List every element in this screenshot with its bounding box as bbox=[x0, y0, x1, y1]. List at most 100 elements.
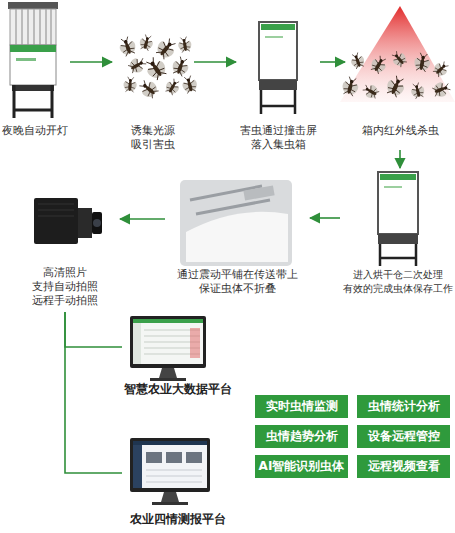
insect bbox=[136, 76, 162, 102]
lamp-bars bbox=[16, 9, 51, 45]
device-logo bbox=[384, 186, 402, 188]
screen-column bbox=[190, 328, 200, 358]
step-caption: 进入烘干仓二次处理 有效的完成虫体保存工作 bbox=[340, 268, 455, 296]
screen-device bbox=[259, 22, 297, 114]
screen-image bbox=[186, 452, 202, 463]
connector-line bbox=[65, 312, 122, 347]
process-step: 进入烘干仓二次处理 有效的完成虫体保存工作 bbox=[340, 168, 455, 302]
insect bbox=[339, 75, 362, 98]
insect bbox=[176, 36, 194, 54]
camera-body bbox=[34, 198, 78, 244]
insect bbox=[115, 35, 139, 59]
insects bbox=[115, 33, 200, 102]
feature-button: AI智能识别虫体 bbox=[255, 455, 348, 478]
insect bbox=[137, 33, 156, 52]
insect-lamp bbox=[8, 2, 58, 118]
screen-sidebar bbox=[133, 445, 142, 488]
process-step: 箱内红外线杀虫 bbox=[345, 0, 455, 150]
step-caption: 智慧农业大数据平台 bbox=[122, 382, 234, 396]
lamp-base bbox=[12, 85, 54, 91]
screen-image bbox=[166, 452, 182, 463]
insect bbox=[411, 52, 433, 73]
flow-arrow bbox=[320, 61, 345, 63]
device-panel bbox=[259, 22, 297, 80]
flow-arrow bbox=[310, 217, 340, 219]
step-caption: 害虫通过撞击屏 落入集虫箱 bbox=[238, 124, 318, 152]
feature-button: 虫情统计分析 bbox=[357, 395, 450, 418]
monitor-stand bbox=[159, 368, 177, 378]
monitor-frame bbox=[130, 316, 206, 368]
device-box bbox=[259, 80, 297, 90]
button-label: 实时虫情监测 bbox=[266, 398, 338, 415]
process-step: 夜晚自动开灯 bbox=[0, 0, 70, 150]
insect bbox=[152, 34, 181, 62]
insect bbox=[126, 53, 149, 77]
camera-lens bbox=[92, 212, 102, 234]
monitor-base bbox=[152, 502, 188, 505]
insect bbox=[122, 76, 139, 92]
step-caption: 农业四情测报平台 bbox=[122, 512, 234, 526]
device-panel bbox=[378, 172, 418, 234]
conveyor-photo bbox=[180, 180, 292, 266]
monitor-stand bbox=[161, 492, 179, 502]
lamp-cage bbox=[10, 9, 56, 45]
monitor-screen bbox=[133, 319, 203, 364]
process-step: 农业四情测报平台 bbox=[122, 434, 234, 530]
screen-header bbox=[133, 441, 207, 445]
step-caption: 通过震动平铺在传送带上 保证虫体不折叠 bbox=[168, 268, 308, 296]
camera bbox=[34, 198, 102, 244]
screen-image bbox=[146, 452, 162, 463]
screen-sidebar bbox=[133, 323, 141, 364]
photo-frame bbox=[180, 180, 292, 266]
flow-arrow bbox=[120, 218, 165, 220]
screen-table bbox=[146, 470, 202, 482]
button-label: 设备远程管控 bbox=[368, 428, 440, 445]
conveyor-part bbox=[243, 185, 274, 200]
feature-button: 设备远程管控 bbox=[357, 425, 450, 448]
device-box bbox=[378, 234, 418, 244]
step-caption: 夜晚自动开灯 bbox=[0, 124, 70, 138]
step-caption: 诱集光源 吸引害虫 bbox=[113, 124, 193, 152]
insect bbox=[430, 58, 452, 80]
button-label: AI智能识别虫体 bbox=[259, 458, 345, 475]
connector-line bbox=[65, 312, 122, 473]
process-step: 害虫通过撞击屏 落入集虫箱 bbox=[236, 0, 320, 150]
device-legs bbox=[380, 244, 416, 266]
feature-button: 实时虫情监测 bbox=[255, 395, 348, 418]
insect bbox=[431, 78, 453, 100]
device-legs bbox=[261, 90, 295, 114]
conveyor-belt bbox=[186, 212, 288, 262]
feature-button: 远程视频查看 bbox=[357, 455, 450, 478]
lamp-body bbox=[10, 45, 56, 85]
monitor-base bbox=[150, 378, 186, 381]
camera-mount bbox=[78, 208, 92, 238]
device-header bbox=[380, 174, 416, 180]
screen-header bbox=[133, 319, 203, 323]
monitor bbox=[130, 438, 210, 505]
device-header bbox=[261, 24, 295, 30]
insect bbox=[168, 55, 192, 79]
monitor bbox=[130, 316, 206, 381]
flow-arrow bbox=[399, 150, 401, 168]
camera-ribs bbox=[38, 204, 74, 216]
insect bbox=[360, 81, 381, 102]
flow-arrow bbox=[70, 61, 112, 63]
monitor-frame bbox=[130, 438, 210, 492]
button-label: 远程视频查看 bbox=[368, 458, 440, 475]
infrared-kill bbox=[339, 6, 455, 102]
insect bbox=[388, 48, 410, 70]
insect bbox=[347, 51, 367, 71]
insect bbox=[367, 53, 391, 76]
process-step: 诱集光源 吸引害虫 bbox=[112, 0, 194, 150]
flow-arrow bbox=[194, 61, 236, 63]
device-logo bbox=[265, 36, 283, 38]
insect bbox=[408, 81, 427, 100]
lamp-band bbox=[10, 45, 56, 52]
step-caption: 高清照片 支持自动拍照 远程手动拍照 bbox=[20, 266, 110, 308]
insect bbox=[382, 73, 409, 100]
step-caption: 箱内红外线杀虫 bbox=[350, 124, 450, 138]
lamp-logo bbox=[16, 58, 36, 61]
insect bbox=[162, 76, 183, 97]
process-step: 智慧农业大数据平台 bbox=[122, 312, 234, 400]
